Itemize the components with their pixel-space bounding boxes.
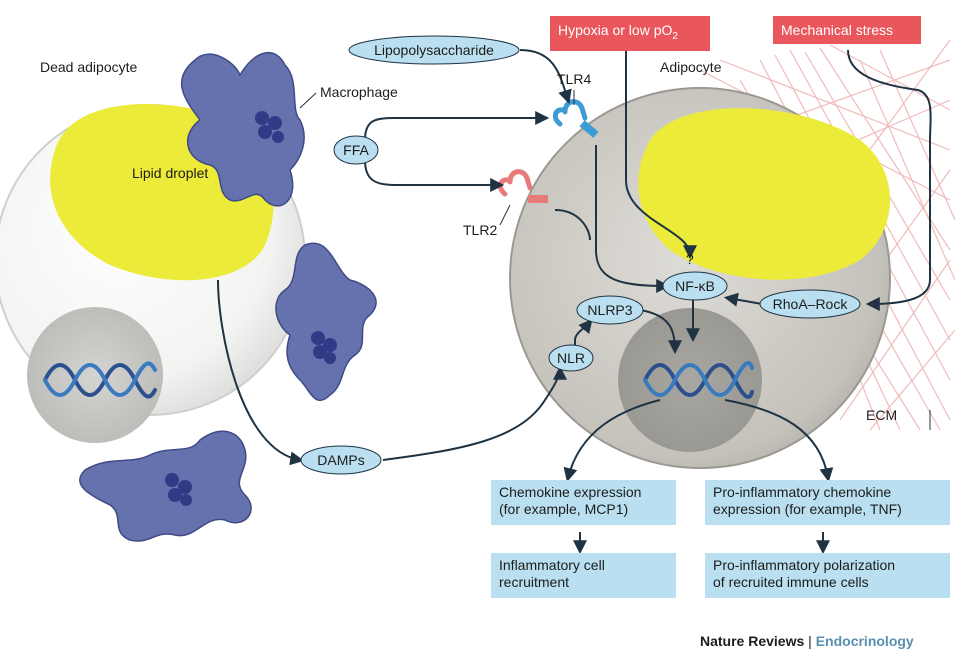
macrophage-middle	[275, 242, 377, 402]
journal-section: Endocrinology	[815, 633, 914, 649]
label-macrophage: Macrophage	[320, 84, 398, 100]
dna-icon-adipocyte	[643, 361, 754, 399]
macrophage-top	[180, 51, 305, 207]
pill-damps-label: DAMPs	[317, 452, 364, 468]
dna-icon-dead	[43, 361, 157, 399]
pill-lps-label: Lipopolysaccharide	[374, 42, 494, 58]
stressor-hypoxia-label: Hypoxia or low pO	[558, 22, 673, 38]
adipocyte-nucleus	[618, 308, 762, 452]
stressor-mechanical-label: Mechanical stress	[781, 22, 894, 38]
journal-separator: |	[804, 633, 816, 649]
macrophage-bottom	[79, 430, 252, 542]
pill-damps: DAMPs	[300, 445, 382, 475]
pill-ffa: FFA	[333, 135, 379, 165]
label-lipid-droplet: Lipid droplet	[132, 165, 208, 181]
pill-nlr-label: NLR	[557, 350, 585, 366]
pill-nfkb: NF-κB	[662, 271, 728, 301]
outcome-chemokine: Chemokine expression (for example, MCP1)	[491, 480, 676, 525]
label-ecm: ECM	[866, 407, 897, 423]
stressor-hypoxia-subscript: 2	[672, 30, 678, 42]
tlr4-receptor-icon	[552, 99, 599, 138]
stressor-hypoxia: Hypoxia or low pO2	[550, 16, 710, 51]
pill-nlrp3-label: NLRP3	[587, 302, 632, 318]
pill-rhoa: RhoA–Rock	[759, 289, 861, 319]
pill-lps: Lipopolysaccharide	[348, 35, 520, 65]
label-adipocyte: Adipocyte	[660, 59, 722, 75]
pill-nlrp3: NLRP3	[576, 295, 644, 325]
label-question-mark: ?	[686, 251, 694, 267]
outcome-polarization: Pro-inflammatory polarization of recruit…	[705, 553, 950, 598]
dead-nucleus	[27, 307, 163, 443]
pill-rhoa-label: RhoA–Rock	[773, 296, 849, 312]
journal-credit: Nature Reviews | Endocrinology	[700, 633, 914, 649]
lipid-droplet-adipocyte	[638, 108, 890, 280]
outcome-recruitment: Inflammatory cell recruitment	[491, 553, 676, 598]
pill-nfkb-label: NF-κB	[675, 278, 715, 294]
pill-nlr: NLR	[548, 344, 594, 372]
pill-ffa-label: FFA	[343, 142, 369, 158]
label-tlr2: TLR2	[463, 222, 497, 238]
label-dead-adipocyte: Dead adipocyte	[40, 59, 138, 75]
journal-name: Nature Reviews	[700, 633, 805, 649]
connector-arrows	[217, 45, 932, 555]
outcome-proinflam-chemokine: Pro-inflammatory chemokine expression (f…	[705, 480, 950, 525]
stressor-mechanical: Mechanical stress	[773, 16, 921, 44]
label-tlr4: TLR4	[557, 71, 591, 87]
leader-lines	[299, 90, 931, 430]
